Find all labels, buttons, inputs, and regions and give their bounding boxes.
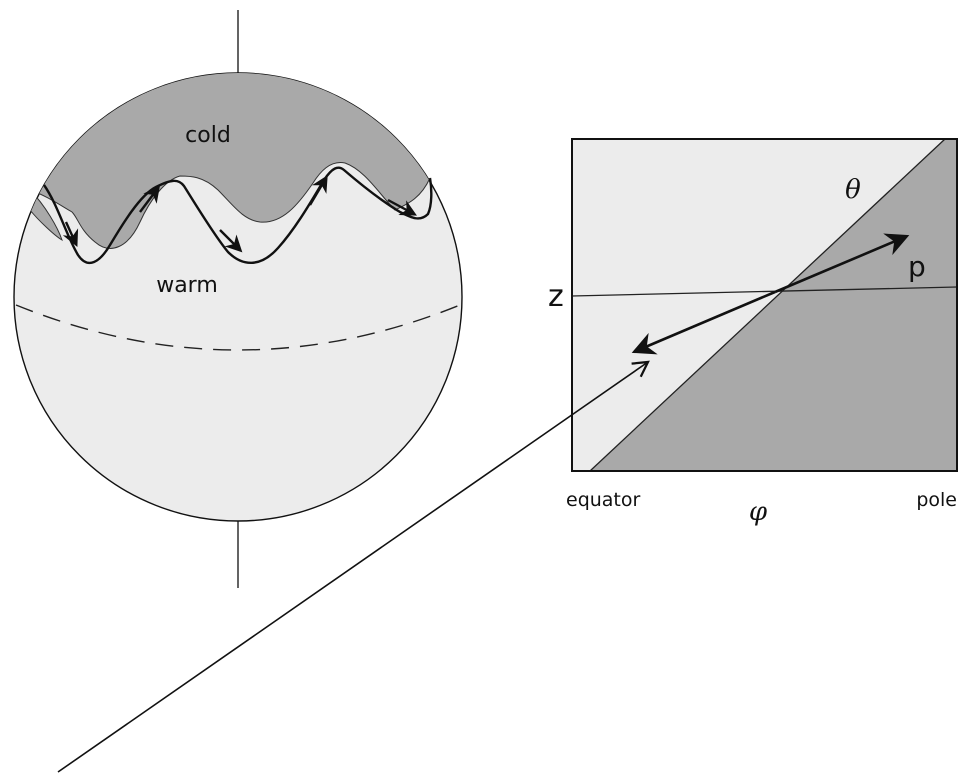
connector-arrow — [57, 360, 650, 773]
wave-arrow-2 — [139, 185, 161, 213]
equator-label: equator — [566, 489, 641, 511]
globe: cold warm — [13, 10, 463, 588]
z-label: z — [548, 279, 564, 314]
isentrope-line — [589, 138, 946, 472]
theta-label: θ — [845, 175, 861, 205]
height-level-line — [571, 286, 958, 297]
wave-arrow-4 — [308, 175, 328, 206]
section-dark-region — [590, 139, 957, 471]
parcel-arrow-to-pole — [774, 233, 910, 294]
wave-arrow-1 — [62, 221, 79, 248]
p-label: p — [908, 250, 926, 283]
meridional-section: z θ p φ equator pole — [548, 138, 958, 527]
equator-dashed-line — [15, 304, 461, 351]
pole-label: pole — [916, 489, 957, 511]
warm-label: warm — [156, 273, 218, 298]
wave-arrow-5 — [387, 198, 417, 216]
phi-label: φ — [749, 497, 768, 527]
warm-tongue-left — [29, 188, 63, 242]
parcel-arrow-to-equator — [631, 290, 776, 355]
cold-label: cold — [185, 123, 231, 148]
wave-arrow-3 — [219, 229, 243, 253]
section-frame — [571, 138, 958, 472]
